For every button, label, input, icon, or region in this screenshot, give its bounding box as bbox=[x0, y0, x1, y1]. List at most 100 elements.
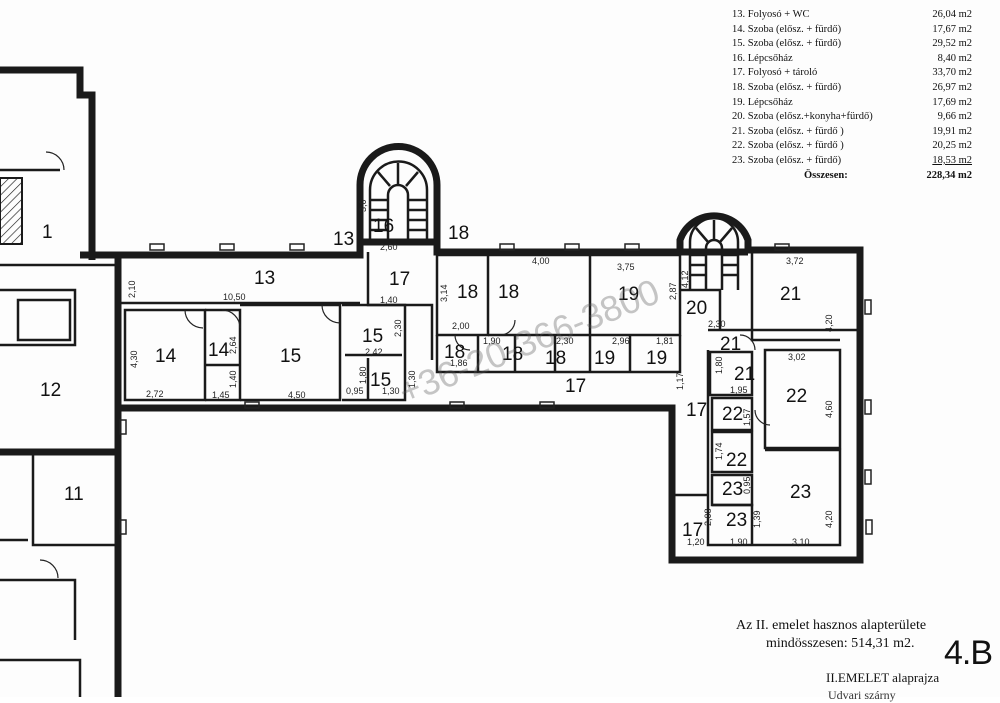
dim-label: 1,30 bbox=[407, 370, 417, 388]
sheet-id: 4.B bbox=[944, 634, 993, 672]
dim-label: 4,00 bbox=[532, 256, 550, 266]
room-labels: 1 12 11 13 13 14 14 15 15 15 16 17 17 17… bbox=[40, 216, 811, 541]
legend-row: 21. Szoba (elősz. + fürdő )19,91 m2 bbox=[732, 125, 972, 137]
dim-label: 2,00 bbox=[452, 321, 470, 331]
room-12-label: 12 bbox=[40, 380, 61, 401]
dim-label: 4,12 bbox=[680, 270, 690, 288]
legend-row: 20. Szoba (elősz.+konyha+fürdő)9,66 m2 bbox=[732, 111, 972, 123]
stairwell-20 bbox=[676, 212, 752, 290]
room-17-label: 17 bbox=[389, 269, 410, 290]
left-wing-walls bbox=[0, 66, 122, 697]
legend-total: Összesen:228,34 m2 bbox=[804, 169, 972, 181]
room-20-label: 20 bbox=[686, 298, 707, 319]
dim-label: 1,20 bbox=[687, 537, 705, 547]
legend-row: 23. Szoba (elősz. + fürdő)18,53 m2 bbox=[732, 154, 972, 166]
dim-label: 2,30 bbox=[708, 319, 726, 329]
room-23b-label: 23 bbox=[722, 479, 743, 500]
dim-label: 2,30 bbox=[393, 319, 403, 337]
room-18d-label: 18 bbox=[444, 342, 465, 363]
dim-label: 4,20 bbox=[824, 314, 834, 332]
dim-label: 2,30 bbox=[556, 336, 574, 346]
dim-label: 1,30 bbox=[382, 386, 400, 396]
dim-label: 1,90 bbox=[483, 336, 501, 346]
legend-row: 18. Szoba (elősz. + fürdő)26,97 m2 bbox=[732, 81, 972, 93]
dim-label: 3,0 bbox=[358, 199, 368, 212]
dimension-labels: 2,10 10,50 4,30 2,72 2,64 1,40 1,45 4,50… bbox=[127, 199, 834, 547]
room-14b-label: 14 bbox=[208, 340, 230, 361]
dim-label: 3,14 bbox=[439, 284, 449, 302]
dim-label: 1,17 bbox=[675, 372, 685, 390]
dim-label: 1,81 bbox=[656, 336, 674, 346]
dim-label: 1,86 bbox=[450, 358, 468, 368]
dim-label: 2,87 bbox=[668, 282, 678, 300]
room-23-label: 23 bbox=[790, 482, 811, 503]
dim-label: 2,72 bbox=[146, 389, 164, 399]
room-22c-label: 22 bbox=[726, 450, 747, 471]
dim-label: 1,90 bbox=[730, 537, 748, 547]
dim-label: 0,95 bbox=[346, 386, 364, 396]
plan-subtitle: Udvari szárny bbox=[828, 688, 896, 702]
room-16-label: 16 bbox=[373, 216, 394, 237]
room-17c-label: 17 bbox=[686, 400, 707, 421]
dim-label: 1,39 bbox=[752, 510, 762, 528]
room-23c-label: 23 bbox=[726, 510, 747, 531]
stairwell-16 bbox=[356, 143, 441, 242]
dim-label: 1,74 bbox=[714, 442, 724, 460]
dim-label: 2,42 bbox=[365, 347, 383, 357]
dim-label: 1,80 bbox=[714, 356, 724, 374]
room-17b-label: 17 bbox=[565, 376, 586, 397]
usable-area-total: mindösszesen: 514,31 m2. bbox=[766, 636, 915, 651]
dim-label: 1,40 bbox=[228, 370, 238, 388]
dim-label: 1,40 bbox=[380, 295, 398, 305]
usable-area-caption: Az II. emelet hasznos alapterülete bbox=[736, 618, 927, 633]
dim-label: 2,10 bbox=[127, 280, 137, 298]
room-18e-label: 18 bbox=[502, 344, 523, 365]
room-13-label: 13 bbox=[254, 268, 275, 289]
dim-label: 4,60 bbox=[824, 400, 834, 418]
plan-title: II.EMELET alaprajza bbox=[826, 670, 940, 685]
dim-label: 3,10 bbox=[792, 537, 810, 547]
dim-label: 4,30 bbox=[129, 350, 139, 368]
room-11-label: 11 bbox=[64, 484, 84, 505]
dim-label: 2,08 bbox=[703, 508, 713, 526]
room-21-label: 21 bbox=[780, 284, 801, 305]
dim-label: 2,60 bbox=[380, 242, 398, 252]
legend-row: 22. Szoba (elősz. + fürdő )20,25 m2 bbox=[732, 140, 972, 152]
room-15c-label: 15 bbox=[370, 370, 391, 391]
dim-label: 4,20 bbox=[824, 510, 834, 528]
dim-label: 3,75 bbox=[617, 262, 635, 272]
room-18c-label: 18 bbox=[498, 282, 519, 303]
legend-row: 15. Szoba (elősz. + fürdő)29,52 m2 bbox=[732, 38, 972, 50]
room-13b-label: 13 bbox=[333, 229, 354, 250]
room-15-label: 15 bbox=[280, 346, 301, 367]
dim-label: 10,50 bbox=[223, 292, 246, 302]
dim-label: 2,96 bbox=[612, 336, 630, 346]
room-21b-label: 21 bbox=[720, 334, 741, 355]
dim-label: 4,50 bbox=[288, 390, 306, 400]
room-19c-label: 19 bbox=[646, 348, 667, 369]
room-18-label: 18 bbox=[448, 223, 469, 244]
room-14-label: 14 bbox=[155, 346, 177, 367]
room-19-label: 19 bbox=[618, 284, 639, 305]
dim-label: 1,95 bbox=[730, 385, 748, 395]
legend-row: 14. Szoba (elősz. + fürdő)17,67 m2 bbox=[732, 23, 972, 35]
room-15b-label: 15 bbox=[362, 326, 383, 347]
room-21c-label: 21 bbox=[734, 364, 755, 385]
dim-label: 2,64 bbox=[228, 336, 238, 354]
room-18f-label: 18 bbox=[545, 348, 566, 369]
dim-label: 1,45 bbox=[212, 390, 230, 400]
room-22-label: 22 bbox=[786, 386, 807, 407]
room-19b-label: 19 bbox=[594, 348, 615, 369]
room-17d-label: 17 bbox=[682, 520, 703, 541]
room-1-label: 1 bbox=[42, 222, 53, 243]
dim-label: 3,72 bbox=[786, 256, 804, 266]
room-22b-label: 22 bbox=[722, 404, 743, 425]
dim-label: 0,95 bbox=[742, 476, 752, 494]
window-markers bbox=[119, 243, 873, 535]
